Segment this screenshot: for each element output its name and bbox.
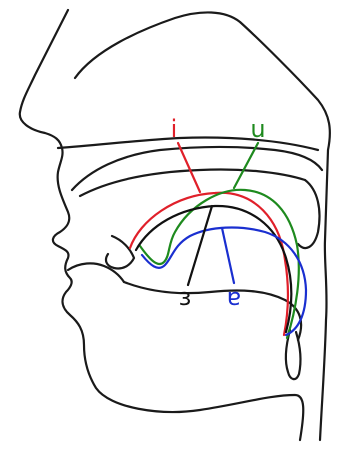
tongue-curve-u bbox=[140, 190, 299, 338]
head-profile bbox=[20, 10, 330, 440]
jaw-outline bbox=[124, 282, 301, 340]
connector-e bbox=[222, 228, 234, 283]
velum-outline bbox=[298, 180, 319, 248]
connector-3 bbox=[188, 206, 212, 285]
connector-u bbox=[234, 143, 258, 188]
tongue-positions bbox=[130, 190, 306, 338]
upper-teeth-outline bbox=[106, 236, 134, 269]
vowel-label-3: з bbox=[179, 283, 192, 311]
tongue-curve-3 bbox=[136, 206, 291, 332]
connector-i bbox=[178, 143, 200, 192]
lower-lip-outline bbox=[68, 263, 124, 282]
vowel-label-i: i bbox=[171, 115, 178, 143]
vowel-label-e: ɐ bbox=[227, 283, 241, 311]
face-profile-outline bbox=[20, 10, 304, 440]
label-connectors bbox=[178, 143, 258, 285]
vowel-label-u: u bbox=[250, 115, 265, 143]
